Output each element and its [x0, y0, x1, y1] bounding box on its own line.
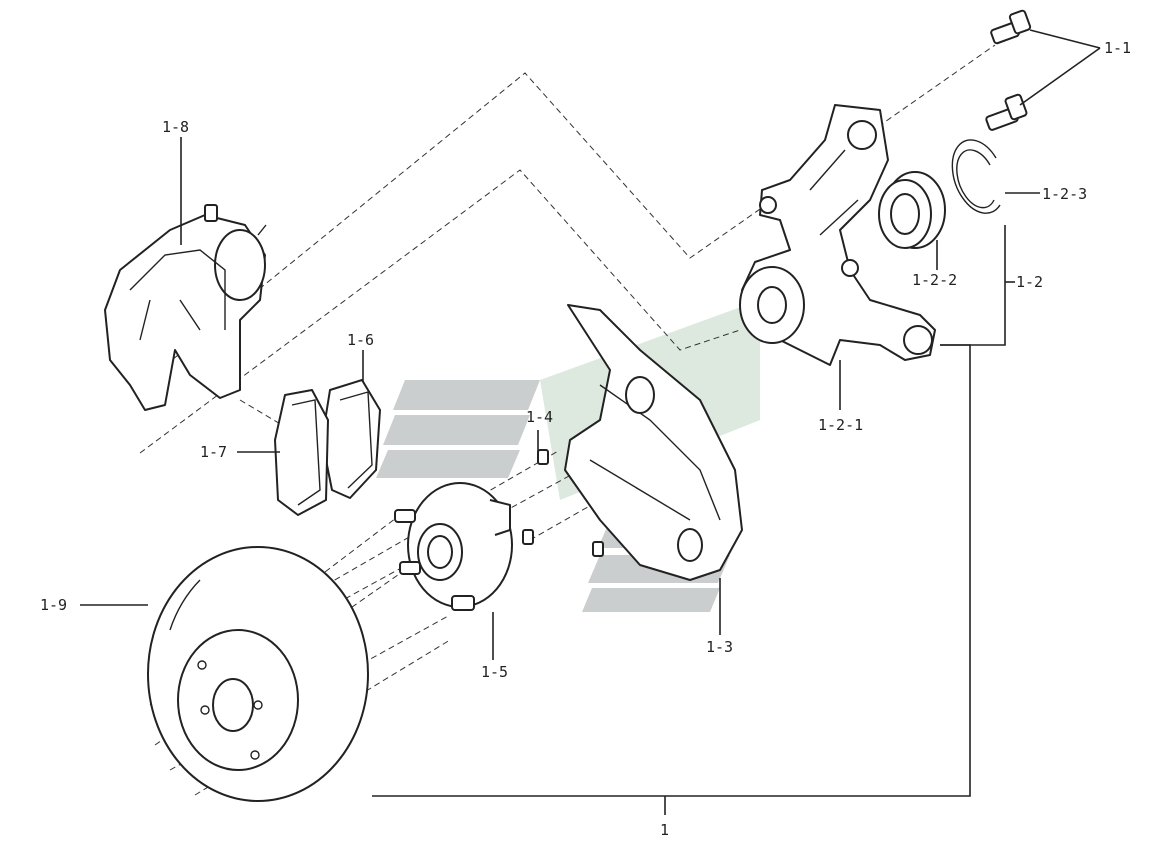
callout-1-7: 1-7 — [200, 443, 227, 461]
callout-1-2-1: 1-2-1 — [818, 416, 863, 434]
brake-pad-outer-icon — [274, 389, 329, 516]
callout-1-6: 1-6 — [347, 331, 374, 349]
callout-1-4: 1-4 — [526, 408, 553, 426]
callout-1-9: 1-9 — [40, 596, 67, 614]
callout-1: 1 — [660, 821, 669, 839]
brake-disc-icon — [147, 546, 369, 802]
small-bolt-icon — [522, 449, 604, 557]
bolt-lower-icon — [985, 93, 1028, 131]
dust-shield-icon — [564, 304, 743, 581]
callout-1-5: 1-5 — [481, 663, 508, 681]
hub-flange-icon — [394, 482, 513, 611]
callout-1-2-3: 1-2-3 — [1042, 185, 1087, 203]
brake-caliper-icon — [104, 204, 267, 411]
callout-1-1: 1-1 — [1104, 39, 1131, 57]
callout-leader-lines — [80, 29, 1101, 815]
callout-labels: 1-1 1-2 1-2-1 1-2-2 1-2-3 1-3 1-4 1-5 1-… — [40, 39, 1131, 839]
callout-1-2-2: 1-2-2 — [912, 271, 957, 289]
snap-ring-icon — [951, 139, 1001, 214]
brake-pad-inner-icon — [321, 379, 381, 499]
callout-1-2: 1-2 — [1016, 273, 1043, 291]
callout-1-3: 1-3 — [706, 638, 733, 656]
wheel-bearing-icon — [878, 171, 946, 249]
bolt-upper-icon — [990, 9, 1032, 45]
steering-knuckle-icon — [739, 104, 936, 366]
callout-1-8: 1-8 — [162, 118, 189, 136]
